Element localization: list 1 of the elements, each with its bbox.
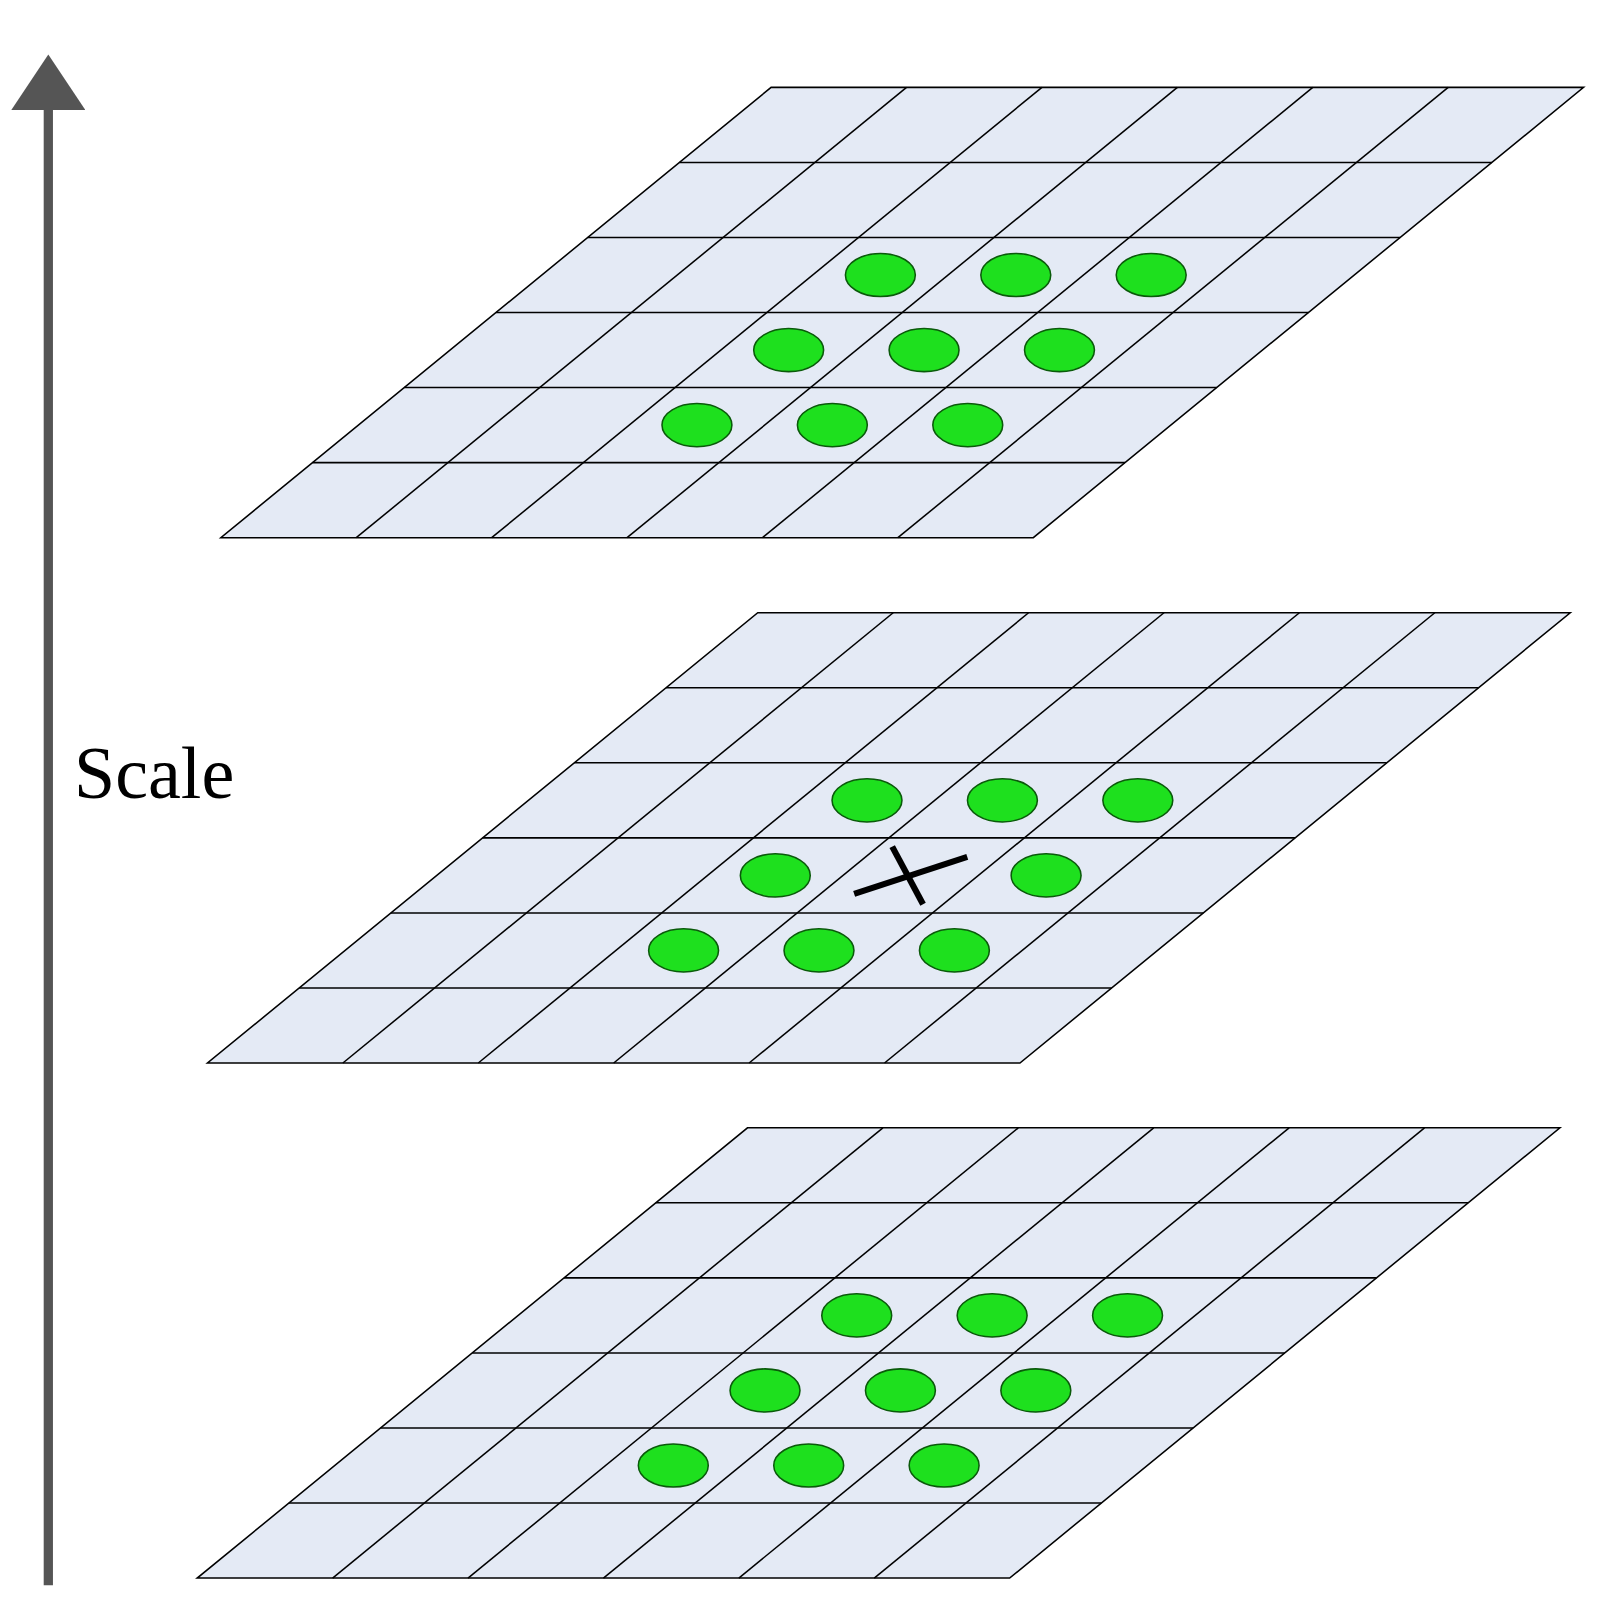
axis-label: Scale bbox=[74, 736, 235, 810]
